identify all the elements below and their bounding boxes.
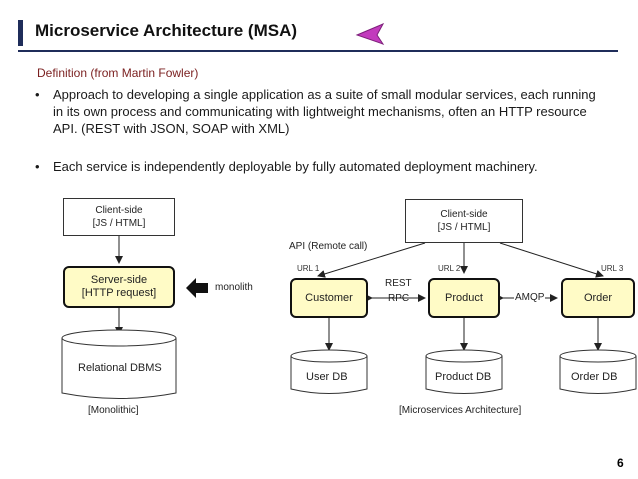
microservices-caption: [Microservices Architecture] (399, 405, 522, 416)
service-customer: Customer (290, 278, 368, 318)
service-order: Order (561, 278, 635, 318)
definition-label: Definition (from Martin Fowler) (37, 66, 199, 80)
url1-label: URL 1 (297, 264, 320, 273)
api-remote-call-label: API (Remote call) (289, 241, 368, 252)
page-title: Microservice Architecture (MSA) (35, 21, 298, 40)
title-accent (18, 20, 23, 46)
bullet-text: Approach to developing a single applicat… (53, 87, 596, 136)
monolithic-caption: [Monolithic] (88, 405, 139, 416)
bullet-dot: • (35, 87, 40, 102)
relational-dbms-cylinder (61, 338, 177, 399)
monolith-arrow-icon (186, 278, 208, 298)
service-order-label: Order (583, 291, 613, 304)
pointer-arrow-icon (355, 22, 385, 45)
url2-label: URL 2 (438, 264, 461, 273)
msa-client-label: Client-side [JS / HTML] (437, 209, 491, 233)
user-db-cylinder (290, 356, 368, 394)
amqp-label: AMQP (514, 292, 546, 303)
monolith-label: monolith (215, 282, 253, 293)
relational-dbms-label: Relational DBMS (78, 362, 162, 374)
page-number: 6 (617, 456, 624, 470)
service-product-label: Product (445, 291, 483, 304)
product-db-cylinder (425, 356, 503, 394)
url3-label: URL 3 (601, 264, 624, 273)
bullet-text: Each service is independently deployable… (53, 159, 538, 174)
user-db-label: User DB (306, 371, 348, 383)
mono-client-label: Client-side [JS / HTML] (92, 205, 146, 229)
rpc-label: RPC (388, 293, 410, 304)
bullet-dot: • (35, 159, 40, 174)
mono-server-box: Server-side [HTTP request] (63, 266, 175, 308)
mono-server-label: Server-side [HTTP request] (81, 274, 157, 299)
mono-client-box: Client-side [JS / HTML] (63, 198, 175, 236)
order-db-cylinder (559, 356, 637, 394)
service-customer-label: Customer (305, 291, 353, 304)
rest-label: REST (385, 278, 412, 289)
service-product: Product (428, 278, 500, 318)
order-db-label: Order DB (571, 371, 618, 383)
title-bar: Microservice Architecture (MSA) (18, 16, 618, 52)
product-db-label: Product DB (435, 371, 492, 383)
msa-client-box: Client-side [JS / HTML] (405, 199, 523, 243)
